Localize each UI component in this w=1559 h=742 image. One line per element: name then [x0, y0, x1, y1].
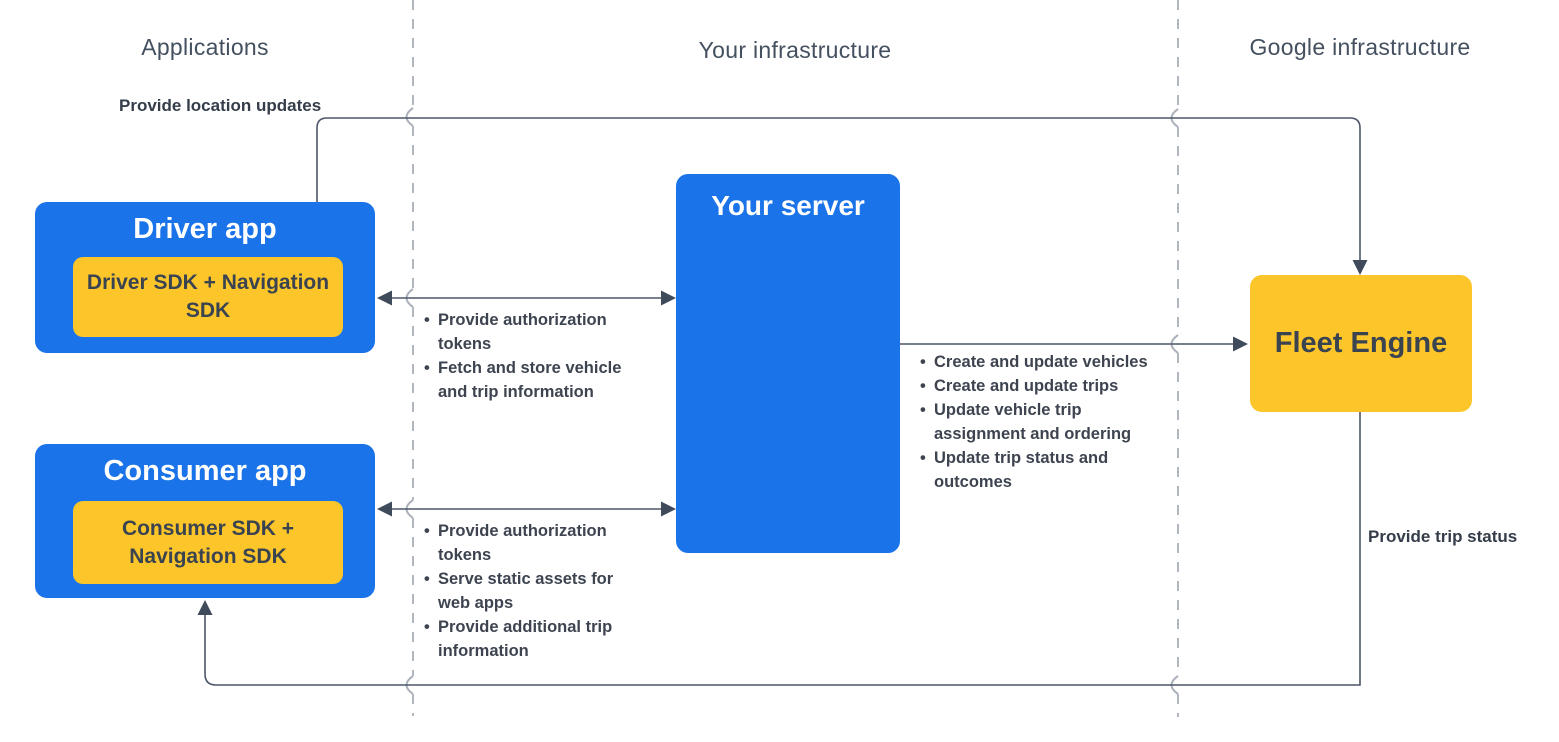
note-item: Provide authorization tokens	[422, 308, 627, 356]
column-header-your-infrastructure: Your infrastructure	[698, 37, 892, 63]
note-item: Update vehicle trip assignment and order…	[918, 398, 1170, 446]
node-fleet-engine: Fleet Engine	[1250, 275, 1472, 412]
note-item: Provide authorization tokens	[422, 519, 627, 567]
consumer-app-title: Consumer app	[103, 455, 307, 487]
arrowhead-into-server-lower	[661, 501, 676, 517]
node-your-server: Your server	[676, 174, 900, 553]
your-server-title: Your server	[711, 190, 865, 221]
column-header-google-infrastructure: Google infrastructure	[1249, 34, 1471, 60]
note-item: Fetch and store vehicle and trip informa…	[422, 356, 627, 404]
node-driver-app: Driver app Driver SDK + Navigation SDK	[35, 202, 375, 353]
node-driver-sdk: Driver SDK + Navigation SDK	[73, 257, 343, 337]
notes-consumer-server: Provide authorization tokens Serve stati…	[422, 519, 627, 663]
driver-app-title: Driver app	[133, 213, 277, 245]
fleet-engine-title: Fleet Engine	[1274, 327, 1448, 359]
note-item: Serve static assets for web apps	[422, 567, 627, 615]
arrowhead-into-fleet-engine-left	[1233, 336, 1248, 352]
node-consumer-sdk: Consumer SDK + Navigation SDK	[73, 501, 343, 584]
note-item: Update trip status and outcomes	[918, 446, 1170, 494]
node-consumer-app: Consumer app Consumer SDK + Navigation S…	[35, 444, 375, 598]
notes-driver-server: Provide authorization tokens Fetch and s…	[422, 308, 627, 404]
note-item: Create and update vehicles	[918, 350, 1170, 374]
arrowheads	[197, 260, 1368, 615]
edge-location-updates	[316, 117, 1361, 262]
arrowhead-into-consumer-app	[377, 501, 392, 517]
edge-trip-status	[204, 412, 1361, 686]
arrowhead-into-driver-app	[377, 290, 392, 306]
arrowhead-into-consumer-bottom	[197, 600, 213, 615]
label-provide-trip-status: Provide trip status	[1368, 527, 1518, 546]
arrowhead-into-server-upper	[661, 290, 676, 306]
note-item: Create and update trips	[918, 374, 1170, 398]
notes-server-fleet: Create and update vehicles Create and up…	[918, 350, 1170, 494]
label-provide-location-updates: Provide location updates	[119, 96, 322, 115]
column-header-applications: Applications	[141, 34, 269, 60]
arrowhead-into-fleet-engine-top	[1352, 260, 1368, 275]
note-item: Provide additional trip information	[422, 615, 627, 663]
